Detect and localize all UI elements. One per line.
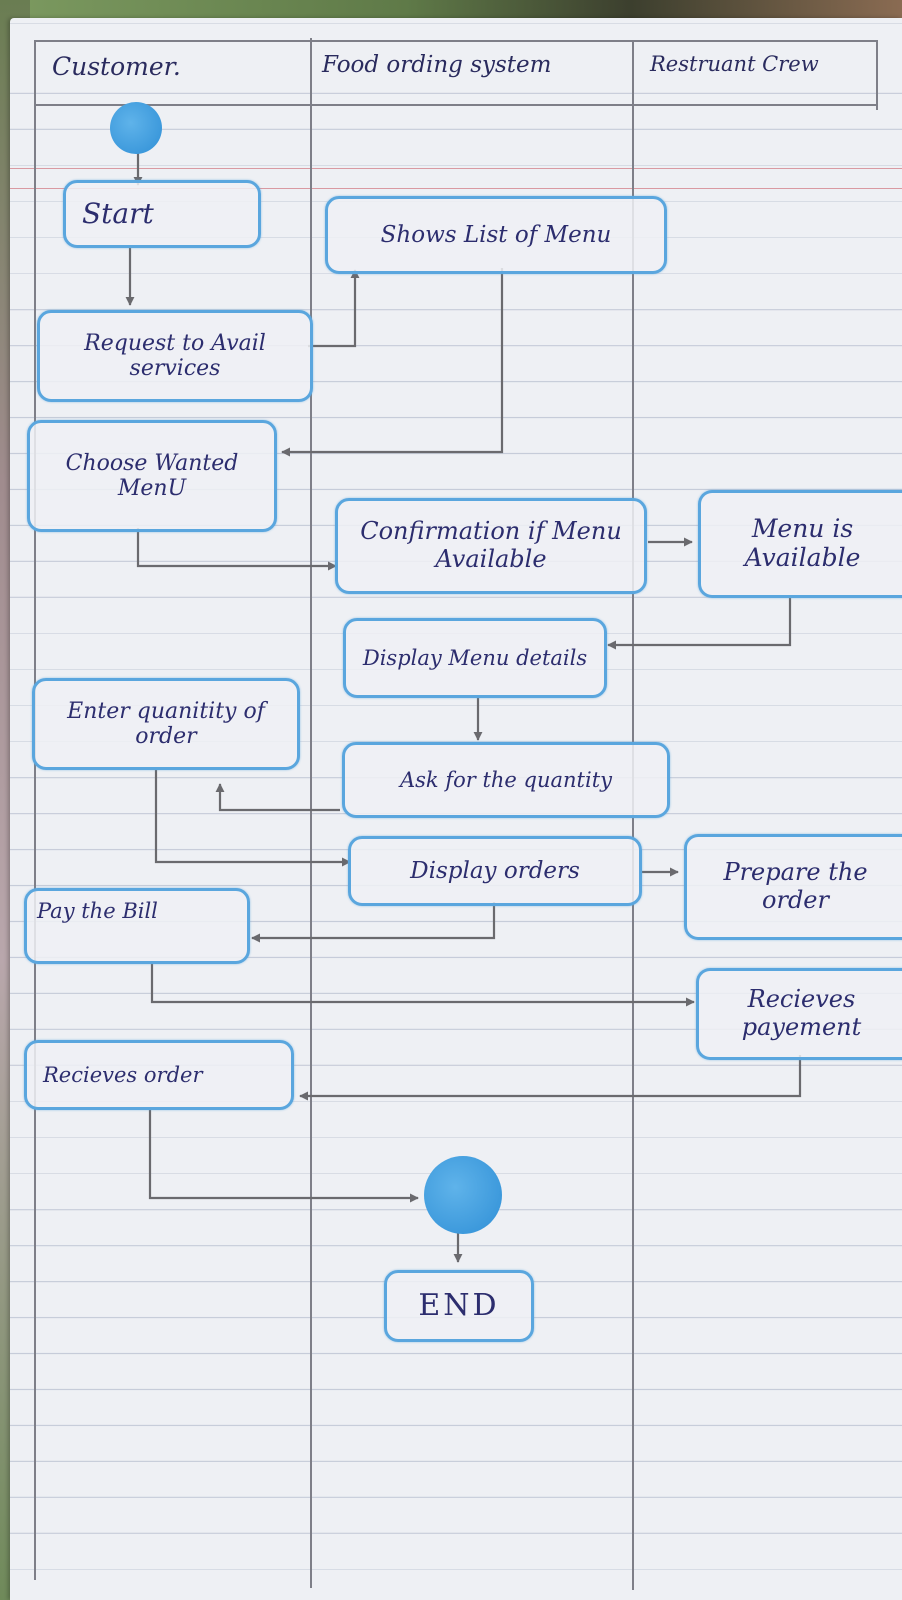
display-details-box: Display Menu details [343,618,607,698]
arrow-display-to-pay [251,902,496,943]
end-box: END [384,1270,534,1342]
arrow-pay-to-payment [150,964,695,1007]
start-box: Start [63,180,261,248]
start-node [110,102,162,154]
choose-menu-box: Choose Wanted MenU [27,420,277,532]
receives-order-box: Recieves order [24,1040,294,1110]
arrow-available-to-details [607,596,792,650]
confirm-available-box: Confirmation if Menu Available [335,498,647,594]
arrow-menu-to-choose [281,268,504,457]
arrow-receives-order-to-end-node [148,1110,419,1203]
lane-title-crew: Restruant Crew [650,52,819,76]
lane-top-border [34,40,876,42]
prepare-order-box: Prepare the order [684,834,902,940]
menu-available-box: Menu is Available [698,490,902,598]
margin-rule [10,168,902,169]
shows-menu-box: Shows List of Menu [325,196,667,274]
display-orders-box: Display orders [348,836,642,906]
ask-quantity-box: Ask for the quantity [342,742,670,818]
arrow-choose-to-confirm [136,528,337,571]
enter-quantity-box: Enter quanitity of order [32,678,300,770]
lane-divider-1 [310,38,312,1588]
receives-payment-box: Recieves payement [696,968,902,1060]
arrow-ask-to-enter [215,783,340,812]
arrow-request-to-shows-menu [308,269,360,348]
lane-header-border [34,104,876,106]
request-box: Request to Avail services [37,310,313,402]
lane-title-system: Food ording system [322,52,552,78]
lane-title-customer: Customer. [52,52,181,81]
margin-rule [10,188,902,189]
lane-left-border [34,40,36,1580]
lane-right-border [876,40,878,110]
arrow-enter-to-display-orders [154,768,351,867]
arrow-payment-to-receives-order [299,1055,802,1101]
notebook-page [10,18,902,1600]
pay-bill-box: Pay the Bill [24,888,250,964]
end-node [424,1156,502,1234]
